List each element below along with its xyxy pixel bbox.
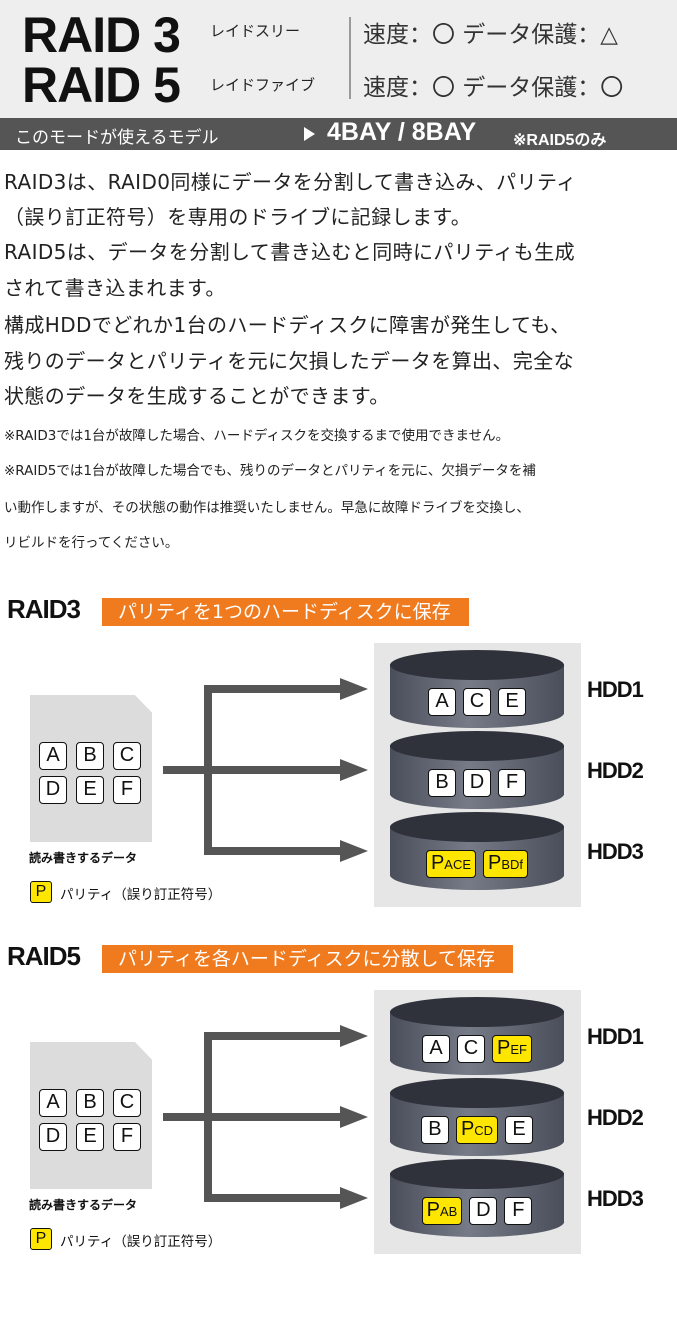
header-divider	[349, 17, 351, 99]
data-label: 読み書きするデータ	[29, 851, 138, 865]
description-line: RAID5は、データを分割して書き込むと同時にパリティも生成	[4, 240, 575, 264]
description-line: 構成HDDでどれか1台のハードディスクに障害が発生しても、	[4, 313, 571, 337]
data-block: E	[498, 688, 526, 716]
diagram-title: RAID5	[7, 941, 81, 971]
diagram-banner: パリティを1つのハードディスクに保存	[102, 598, 469, 626]
data-block: C	[457, 1035, 486, 1063]
data-letter: A	[39, 742, 67, 770]
data-letter: A	[39, 1089, 67, 1117]
data-block: F	[504, 1197, 533, 1225]
hdd-label: HDD3	[587, 839, 644, 864]
data-letter: E	[76, 1123, 104, 1151]
split-arrows	[163, 678, 368, 862]
raid5-spec: 速度：〇 データ保護：〇	[363, 75, 624, 101]
data-label: 読み書きするデータ	[29, 1198, 138, 1212]
data-block: B	[428, 769, 456, 797]
data-letters: A B C D E F	[39, 1089, 141, 1151]
data-letter: B	[76, 1089, 104, 1117]
data-document: A B C D E F	[30, 695, 152, 842]
description-line: RAID3は、RAID0同様にデータを分割して書き込み、パリティ	[4, 170, 577, 194]
data-block: D	[463, 769, 491, 797]
model-bays: 4BAY / 8BAY	[327, 118, 477, 146]
parity-legend-icon: P	[30, 881, 52, 903]
description-line: （誤り訂正符号）を専用のドライブに記録します。	[4, 205, 472, 229]
description-line: されて書き込まれます。	[4, 276, 226, 300]
header: RAID 3 レイドスリー RAID 5 レイドファイブ 速度：〇 データ保護：…	[0, 0, 677, 118]
description-line: 残りのデータとパリティを元に欠損したデータを算出、完全な	[4, 349, 574, 373]
raid3-spec: 速度：〇 データ保護：△	[363, 22, 618, 48]
parity-legend-text: パリティ（誤り訂正符号）	[60, 1234, 222, 1250]
description-line: 状態のデータを生成することができます。	[4, 384, 390, 408]
parity-block: PCD	[455, 1116, 499, 1144]
data-letter: C	[113, 742, 141, 770]
note-line: ※RAID5では1台が故障した場合でも、残りのデータとパリティを元に、欠損データ…	[4, 463, 536, 479]
data-block: A	[428, 688, 456, 716]
raid5-diagram: RAID5 パリティを各ハードディスクに分散して保存 A B C D E F 読…	[0, 941, 677, 1285]
hdd-label: HDD1	[587, 1024, 644, 1049]
data-letter: C	[113, 1089, 141, 1117]
split-arrows	[163, 1025, 368, 1209]
parity-block: PACE	[425, 850, 477, 878]
model-note: ※RAID5のみ	[513, 132, 607, 149]
diagram-title: RAID3	[7, 594, 81, 624]
data-block: E	[505, 1116, 534, 1144]
note-line: ※RAID3では1台が故障した場合、ハードディスクを交換するまで使用できません。	[4, 428, 510, 444]
data-letter: D	[39, 1123, 67, 1151]
data-block: C	[463, 688, 491, 716]
hdd-label: HDD1	[587, 677, 644, 702]
raid3-diagram: RAID3 パリティを1つのハードディスクに保存 A B C D E F 読み書…	[0, 594, 677, 938]
note-line: い動作しますが、その状態の動作は推奨いたしません。早急に故障ドライブを交換し、	[4, 500, 530, 516]
parity-block: PEF	[492, 1035, 532, 1063]
data-document: A B C D E F	[30, 1042, 152, 1189]
parity-legend-icon: P	[30, 1228, 52, 1250]
raid3-heading: RAID 3	[22, 7, 181, 63]
raid3-reading: レイドスリー	[210, 22, 301, 40]
triangle-right-icon	[304, 127, 315, 141]
data-block: A	[422, 1035, 451, 1063]
data-letters: A B C D E F	[39, 742, 141, 804]
parity-block: PBDf	[483, 850, 529, 878]
data-block: D	[469, 1197, 498, 1225]
note-line: リビルドを行ってください。	[4, 535, 179, 551]
model-label: このモードが使えるモデル	[15, 128, 219, 148]
parity-block: PAB	[421, 1197, 463, 1225]
hdd-label: HDD2	[587, 1105, 644, 1130]
raid5-reading: レイドファイブ	[210, 76, 316, 94]
data-letter: B	[76, 742, 104, 770]
data-letter: F	[113, 776, 141, 804]
diagram-banner: パリティを各ハードディスクに分散して保存	[102, 945, 513, 973]
data-letter: E	[76, 776, 104, 804]
raid5-heading: RAID 5	[22, 57, 181, 113]
data-block: B	[420, 1116, 449, 1144]
hdd-label: HDD2	[587, 758, 644, 783]
parity-legend-text: パリティ（誤り訂正符号）	[60, 887, 222, 903]
model-bar: このモードが使えるモデル 4BAY / 8BAY ※RAID5のみ	[0, 118, 677, 150]
data-block: F	[498, 769, 526, 797]
data-letter: F	[113, 1123, 141, 1151]
hdd-label: HDD3	[587, 1186, 644, 1211]
data-letter: D	[39, 776, 67, 804]
